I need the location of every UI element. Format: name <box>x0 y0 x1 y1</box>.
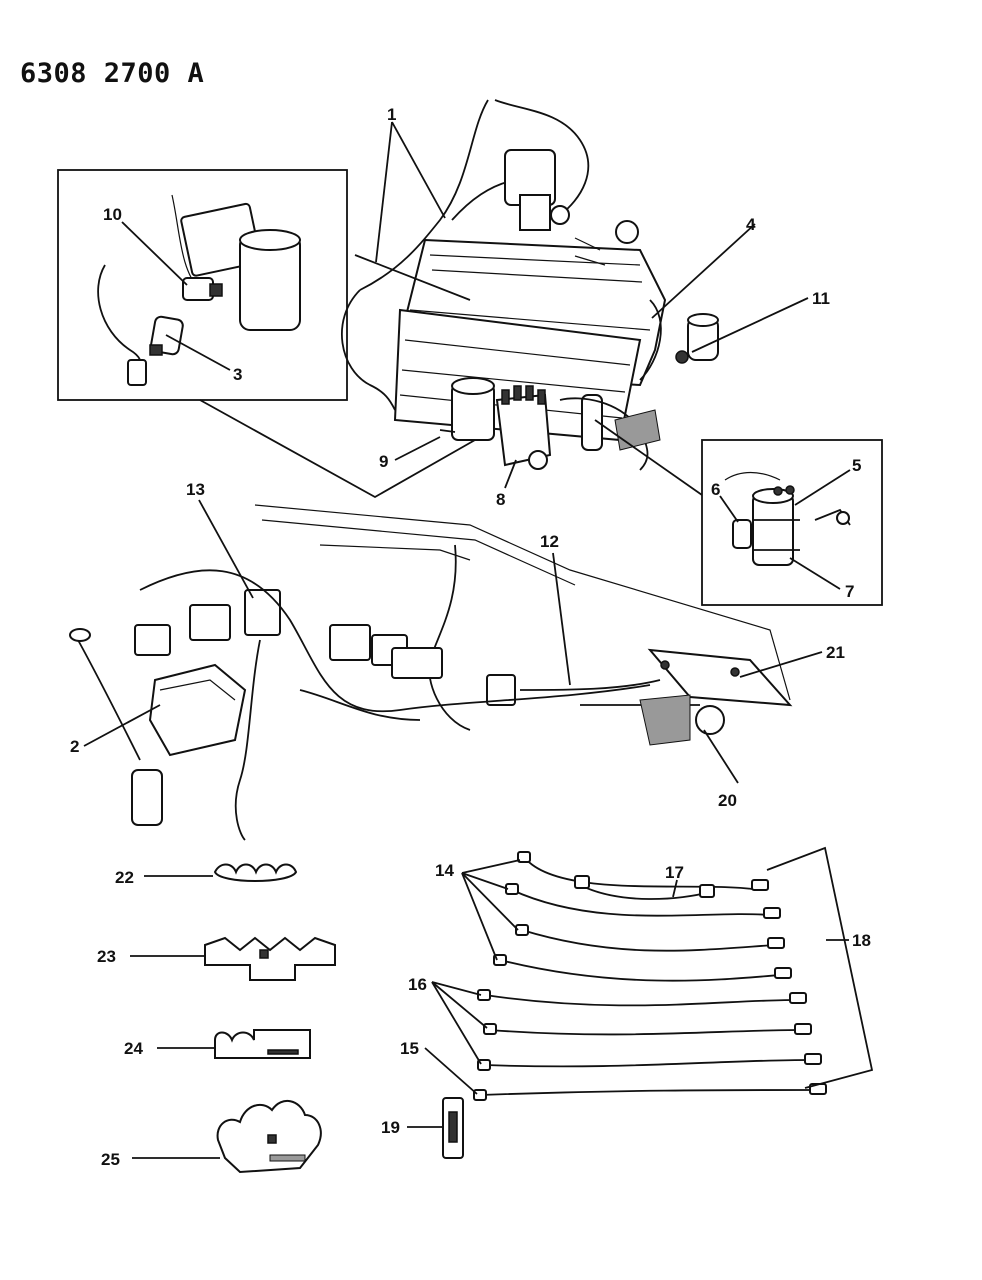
callout-8: 8 <box>496 490 505 509</box>
callout-24: 24 <box>124 1039 143 1058</box>
callout-19: 19 <box>381 1118 400 1137</box>
callout-12: 12 <box>540 532 559 551</box>
callout-20: 20 <box>718 791 737 810</box>
callout-21: 21 <box>826 643 845 662</box>
document-code: 6308 2700 A <box>20 58 205 89</box>
callout-3: 3 <box>233 365 242 384</box>
plug-wire-set <box>473 846 874 1101</box>
callout-17: 17 <box>665 863 684 882</box>
inset-coil-mount <box>701 439 883 606</box>
callout-1: 1 <box>387 105 396 124</box>
callout-16: 16 <box>408 975 427 994</box>
callout-13: 13 <box>186 480 205 499</box>
wire-separators <box>204 863 336 1174</box>
callout-23: 23 <box>97 947 116 966</box>
leader-lines <box>83 121 851 1159</box>
callout-15: 15 <box>400 1039 419 1058</box>
callout-7: 7 <box>845 582 854 601</box>
callout-25: 25 <box>101 1150 120 1169</box>
callout-9: 9 <box>379 452 388 471</box>
engine-assembly <box>340 99 719 471</box>
callout-6: 6 <box>711 480 720 499</box>
inset-coil-detail <box>57 169 348 401</box>
callout-11: 11 <box>812 289 830 308</box>
callout-14: 14 <box>435 861 454 880</box>
callout-10: 10 <box>103 205 122 224</box>
callout-2: 2 <box>70 737 79 756</box>
firewall-harness <box>69 504 793 841</box>
callout-4: 4 <box>746 215 756 234</box>
ballast-part <box>442 1097 464 1159</box>
callout-5: 5 <box>852 456 861 475</box>
callout-labels: 1 10 3 4 11 9 8 5 6 7 13 12 21 2 20 22 2… <box>70 105 871 1169</box>
callout-22: 22 <box>115 868 134 887</box>
callout-18: 18 <box>852 931 871 950</box>
